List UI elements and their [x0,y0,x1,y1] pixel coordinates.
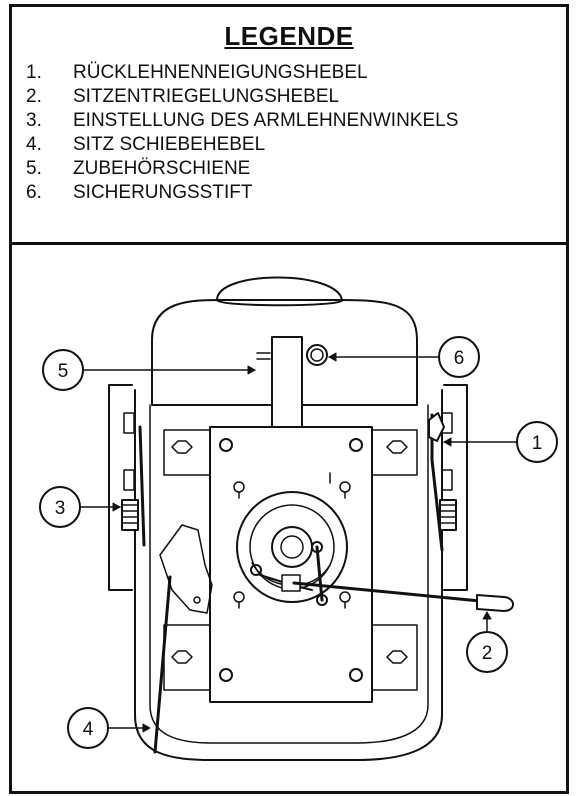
callout-1-label: 1 [532,433,543,454]
upper-right-hex [386,440,408,454]
legend-item-number: 6. [26,182,42,203]
seat-diagram: 5 6 1 3 2 4 [12,245,566,791]
seat-release-lever-grip[interactable] [476,594,514,612]
callout-6-label: 6 [454,348,465,369]
bolt-top-left [219,438,233,452]
legend-item-label: SICHERUNGSSTIFT [73,182,253,203]
keyhole-slot-lower-left [233,591,245,609]
right-armrest-knob-ribs [439,504,457,524]
legend-item-3: 3. EINSTELLUNG DES ARMLEHNENWINKELS [26,109,458,133]
legend-item-number: 2. [26,86,42,107]
seat-cushion-outline [134,389,443,761]
seat-release-lever[interactable] [292,581,482,603]
release-link-pivot-top [311,541,323,553]
backrest-tilt-handle[interactable] [428,412,445,442]
legend-item-number: 5. [26,158,42,179]
legend-item-label: SITZ SCHIEBEHEBEL [73,134,266,155]
right-armrest-slot-bottom [441,469,453,491]
callout-6: 6 [438,336,480,378]
accessory-rail[interactable] [271,336,303,438]
accessory-rail-pin [256,352,271,360]
release-link-pivot-bottom [316,594,328,606]
upper-left-hex [171,440,193,454]
keyhole-slot-upper-left [233,481,245,499]
callout-5-label: 5 [58,361,69,382]
callout-2-label: 2 [482,643,493,664]
callout-1-arrow [443,437,452,447]
callout-1: 1 [516,421,558,463]
legend-item-4: 4. SITZ SCHIEBEHEBEL [26,133,458,157]
swivel-outer-ring [236,491,348,603]
callout-4-arrow [142,723,151,733]
legend-item-label: ZUBEHÖRSCHIENE [73,158,251,179]
legend-item-6: 6. SICHERUNGSSTIFT [26,181,458,205]
callout-2-arrow [482,611,492,620]
legend-list: 1. RÜCKLEHNENNEIGUNGSHEBEL 2. SITZENTRIEGE… [26,61,458,205]
seat-slide-bracket [159,524,213,614]
seat-underside-drawing: 5 6 1 3 2 4 [39,276,558,761]
backrest-outline [151,299,418,406]
swivel-hub-center [280,535,304,559]
release-pivot-left [250,564,262,576]
headrest-top [216,276,344,307]
callout-4-label: 4 [83,719,94,740]
legend-item-2: 2. SITZENTRIEGELUNGSHEBEL [26,85,458,109]
safety-pin-ring-inner [310,348,324,362]
legend-item-5: 5. ZUBEHÖRSCHIENE [26,157,458,181]
left-armrest-slot-bottom [123,469,135,491]
callout-3-label: 3 [55,498,66,519]
lower-right-hex [386,650,408,664]
seat-slide-lever[interactable] [153,575,172,754]
left-armrest-knob-ribs [121,504,139,524]
bolt-top-right [349,438,363,452]
callout-4: 4 [67,707,109,749]
release-link-bar [315,545,324,602]
keyhole-slot-upper-right [339,481,351,499]
base-plate [209,426,373,703]
legend-item-label: RÜCKLEHNENNEIGUNGSHEBEL [73,62,368,83]
keyhole-slot-lower-right [339,591,351,609]
legend-item-number: 3. [26,110,42,131]
callout-3-arrow [112,502,121,512]
legend-item-1: 1. RÜCKLEHNENNEIGUNGSHEBEL [26,61,458,85]
callout-2: 2 [466,631,508,673]
right-armrest [443,384,468,591]
bolt-bottom-right [349,668,363,682]
seat-slide-bolt [193,596,201,604]
callout-3: 3 [39,486,81,528]
callout-6-arrow [328,352,337,362]
legend-item-label: SITZENTRIEGELUNGSHEBEL [73,86,340,107]
legend-item-label: EINSTELLUNG DES ARMLEHNENWINKELS [73,110,459,131]
bolt-bottom-left [219,668,233,682]
legend-box: LEGENDE 1. RÜCKLEHNENNEIGUNGSHEBEL 2. SITZ… [12,7,566,245]
lower-left-hex [171,650,193,664]
seat-cushion-inner [149,404,429,744]
safety-pin-ring[interactable] [306,344,328,366]
figure-frame: LEGENDE 1. RÜCKLEHNENNEIGUNGSHEBEL 2. SITZ… [9,4,569,794]
legend-item-number: 4. [26,134,42,155]
left-armrest [108,384,133,591]
left-armrest-slot-top [123,412,135,434]
callout-5: 5 [42,349,84,391]
left-lever-rod [138,425,146,547]
legend-item-number: 1. [26,62,42,83]
legend-title: LEGENDE [224,21,354,51]
callout-5-arrow [247,365,256,375]
